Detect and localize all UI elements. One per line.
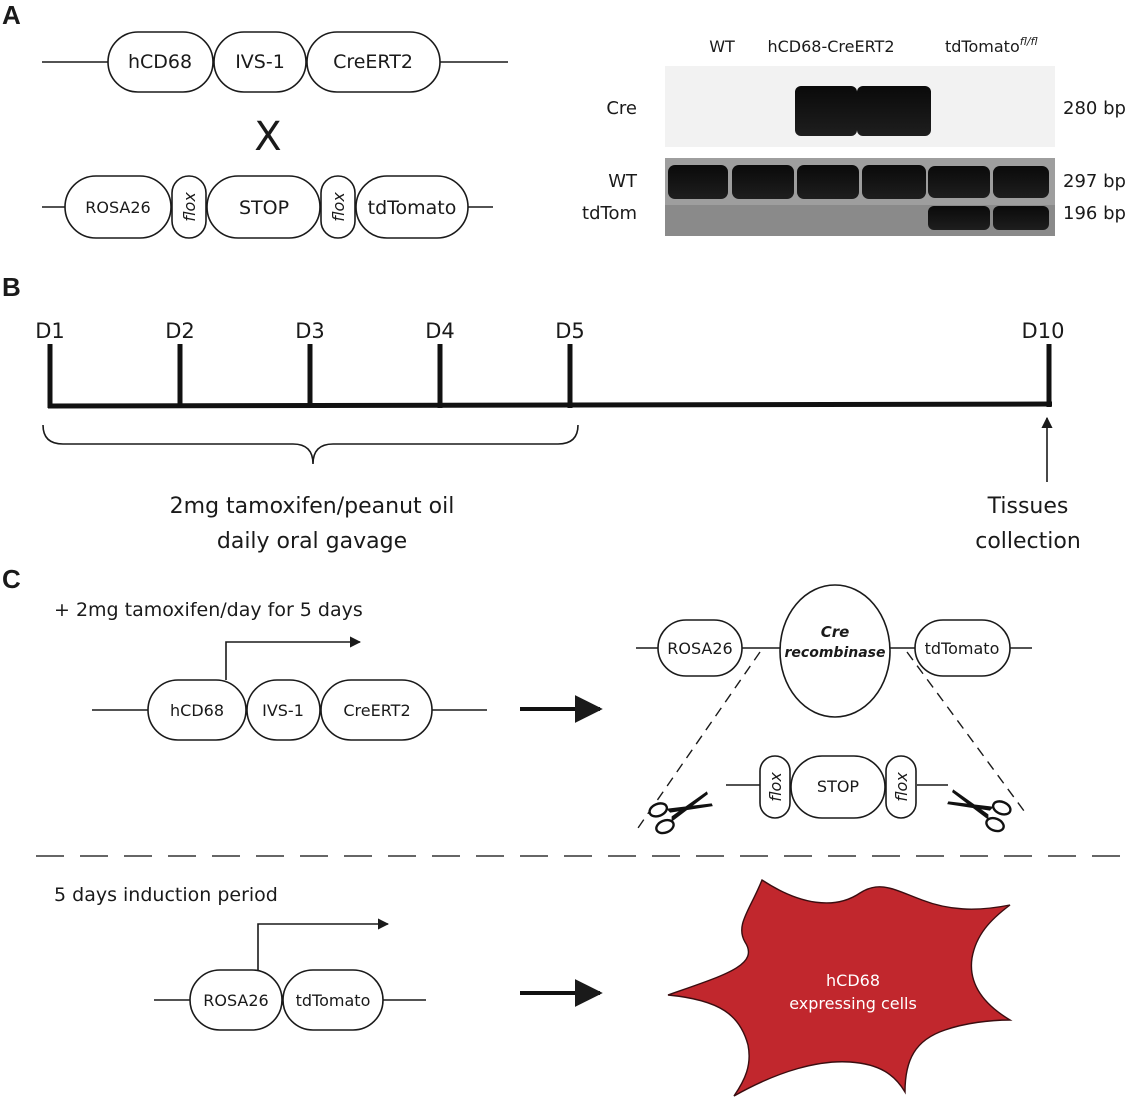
period-label: 5 days induction period bbox=[54, 884, 278, 906]
lane-header-tdtomato: tdTomatofl/fl bbox=[945, 35, 1039, 56]
tdtomato-node bbox=[355, 175, 469, 239]
creert2-label-c: CreERT2 bbox=[343, 701, 410, 720]
cre-band-lane3 bbox=[795, 86, 857, 136]
lane-header-tdtomato-superscript: fl/fl bbox=[1020, 35, 1039, 48]
day-label-d2: D2 bbox=[165, 319, 195, 343]
creert2-node bbox=[306, 31, 441, 93]
cell-body bbox=[667, 878, 1013, 1097]
transcription-arrow-2 bbox=[257, 918, 390, 970]
flox-node-2 bbox=[320, 175, 356, 239]
flox-node-c2 bbox=[885, 755, 917, 819]
wt-band-lane1 bbox=[668, 165, 728, 199]
wt-band-lane4 bbox=[862, 165, 926, 199]
rosa26-node bbox=[64, 175, 172, 239]
gel-size-297bp: 297 bp bbox=[1063, 171, 1126, 192]
wt-band-lane2 bbox=[732, 165, 794, 199]
timeline-axis bbox=[47, 401, 1053, 409]
treatment-line-2: daily oral gavage bbox=[217, 529, 407, 554]
hcd68-label: hCD68 bbox=[128, 51, 192, 73]
tdtomato-label-result: tdTomato bbox=[296, 991, 371, 1010]
treatment-line-1: 2mg tamoxifen/peanut oil bbox=[170, 494, 455, 519]
transcription-arrow-1 bbox=[225, 636, 362, 680]
gel-row-label-tdtom: tdTom bbox=[582, 203, 637, 224]
genotyping-gel: WT hCD68-CreERT2 tdTomatofl/fl Cre WT td… bbox=[582, 35, 1126, 236]
stop-node-c bbox=[790, 755, 886, 819]
rosa26-label: ROSA26 bbox=[85, 198, 150, 217]
construct-hcd68-creert2: hCD68 IVS-1 CreERT2 bbox=[42, 31, 508, 93]
collection-line-2: collection bbox=[975, 529, 1081, 554]
wt-band-lane3 bbox=[797, 165, 859, 199]
gel-size-280bp: 280 bp bbox=[1063, 98, 1126, 119]
wt-band-lane5 bbox=[928, 166, 990, 198]
day-label-d10: D10 bbox=[1022, 319, 1065, 343]
treatment-brace bbox=[42, 424, 579, 465]
stop-label: STOP bbox=[239, 197, 289, 219]
panel-c-label: C bbox=[2, 564, 21, 594]
hcd68-expressing-cell: hCD68 expressing cells bbox=[667, 878, 1013, 1097]
rosa26-label-result: ROSA26 bbox=[203, 991, 268, 1010]
day-label-d4: D4 bbox=[425, 319, 455, 343]
timeline: D1 D2 D3 D4 D5 D10 2mg tamoxifen/peanut … bbox=[35, 319, 1081, 554]
excision-guide-left bbox=[637, 651, 761, 829]
panel-a-label: A bbox=[2, 0, 21, 30]
gel-size-196bp: 196 bp bbox=[1063, 203, 1126, 224]
tdtomato-label-c: tdTomato bbox=[925, 639, 1000, 658]
scissors-right-icon bbox=[943, 781, 1014, 835]
stop-label-c: STOP bbox=[817, 777, 860, 796]
tdtom-band-lane6 bbox=[993, 206, 1049, 230]
creert2-label: CreERT2 bbox=[333, 51, 413, 73]
construct-rosa26-tdtomato-recombined: ROSA26 tdTomato bbox=[154, 918, 426, 1031]
flox-node-1 bbox=[171, 175, 207, 239]
hcd68-node-c bbox=[147, 679, 247, 741]
flox-label-c2: flox bbox=[892, 772, 911, 802]
cell-label-2: expressing cells bbox=[789, 994, 917, 1013]
rosa26-node-c bbox=[657, 619, 743, 677]
day-label-d1: D1 bbox=[35, 319, 65, 343]
rosa26-label-c: ROSA26 bbox=[667, 639, 732, 658]
cell-label-1: hCD68 bbox=[826, 971, 880, 990]
lane-header-tdtomato-name: tdTomato bbox=[945, 37, 1020, 56]
flox-node-c1 bbox=[759, 755, 791, 819]
creert2-node-c bbox=[320, 679, 433, 741]
lane-header-wt: WT bbox=[709, 37, 735, 56]
ivs1-node bbox=[213, 31, 307, 93]
induction-label: + 2mg tamoxifen/day for 5 days bbox=[54, 599, 363, 621]
recombinase-label: recombinase bbox=[785, 645, 886, 661]
panel-b-label: B bbox=[2, 272, 21, 302]
tdtom-band-lane5 bbox=[928, 206, 990, 230]
rosa26-node-result bbox=[189, 969, 283, 1031]
scissors-left-icon bbox=[646, 783, 717, 837]
cre-recombinase-node bbox=[779, 584, 891, 718]
hcd68-node bbox=[107, 31, 214, 93]
ivs1-label: IVS-1 bbox=[235, 51, 285, 73]
hcd68-label-c: hCD68 bbox=[170, 701, 224, 720]
tdtomato-node-result bbox=[282, 969, 384, 1031]
collection-line-1: Tissues bbox=[987, 494, 1069, 519]
flox-label-2: flox bbox=[329, 192, 348, 222]
lane-header-hcd68-creert2: hCD68-CreERT2 bbox=[767, 37, 894, 56]
cross-symbol: X bbox=[254, 114, 281, 160]
stop-node bbox=[206, 175, 321, 239]
flox-label-1: flox bbox=[180, 192, 199, 222]
gel-row-label-cre: Cre bbox=[606, 98, 637, 119]
construct-hcd68-creert2-induced: hCD68 IVS-1 CreERT2 bbox=[92, 636, 487, 741]
day-label-d3: D3 bbox=[295, 319, 325, 343]
recombination-diagram: ROSA26 Cre recombinase tdTomato flox STO… bbox=[636, 584, 1032, 837]
cre-label: Cre bbox=[821, 623, 850, 641]
flox-label-c1: flox bbox=[766, 772, 785, 802]
gel-row-label-wt: WT bbox=[608, 171, 638, 192]
tdtomato-node-c bbox=[914, 619, 1011, 677]
wt-band-lane6 bbox=[993, 166, 1049, 198]
cre-band-lane4 bbox=[857, 86, 931, 136]
ivs1-node-c bbox=[246, 679, 321, 741]
ivs1-label-c: IVS-1 bbox=[262, 701, 304, 720]
construct-rosa26-tdtomato: ROSA26 flox STOP flox tdTomato bbox=[42, 175, 493, 239]
tdtomato-label: tdTomato bbox=[368, 197, 457, 219]
day-label-d5: D5 bbox=[555, 319, 585, 343]
